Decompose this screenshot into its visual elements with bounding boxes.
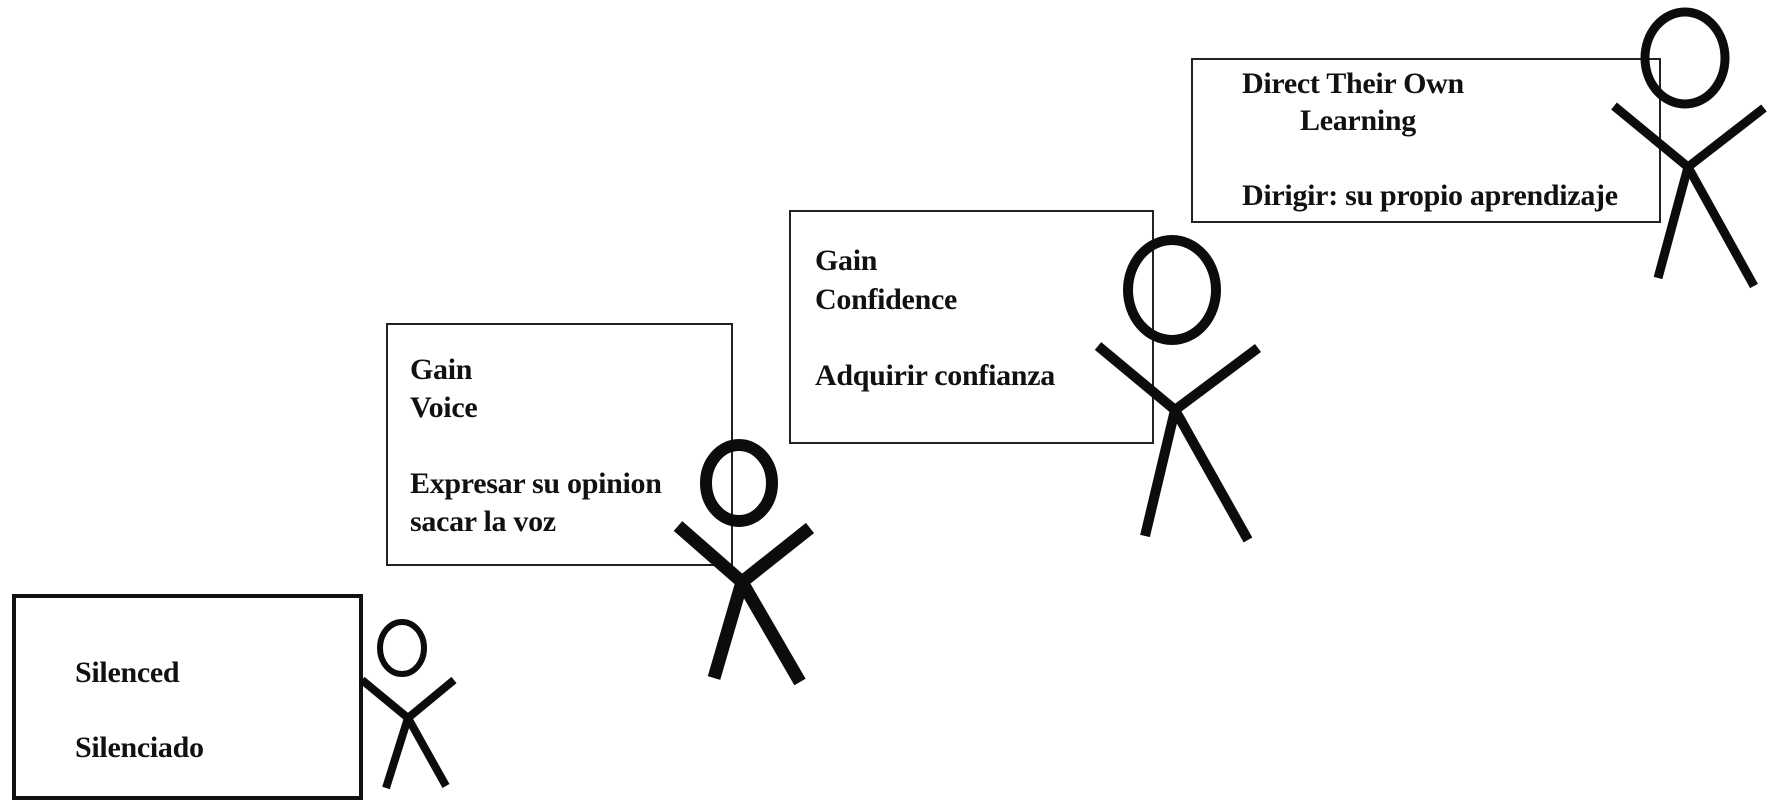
stick-figure-icon xyxy=(359,619,457,790)
stage-label-english-gain-confidence-line1: Gain xyxy=(815,244,878,277)
stage-label-english-gain-voice-line2: Voice xyxy=(410,391,478,424)
stage-label-english-gain-confidence-line2: Confidence xyxy=(815,283,957,316)
stage-label-spanish-gain-voice-line2: sacar la voz xyxy=(410,505,556,538)
stage-label-spanish-gain-confidence: Adquirir confianza xyxy=(815,359,1055,392)
stage-label-spanish-gain-voice-line1: Expresar su opinion xyxy=(410,467,662,500)
stage-label-english-silenced: Silenced xyxy=(75,656,180,689)
stage-label-english-direct-learning-line2: Learning xyxy=(1300,104,1416,137)
stage-box-silenced xyxy=(12,594,363,800)
stage-label-english-direct-learning-line1: Direct Their Own xyxy=(1242,67,1464,100)
stage-label-spanish-silenced: Silenciado xyxy=(75,731,204,764)
stage-label-english-gain-voice-line1: Gain xyxy=(410,353,473,386)
stage-label-spanish-direct-learning: Dirigir: su propio aprendizaje xyxy=(1242,179,1618,212)
